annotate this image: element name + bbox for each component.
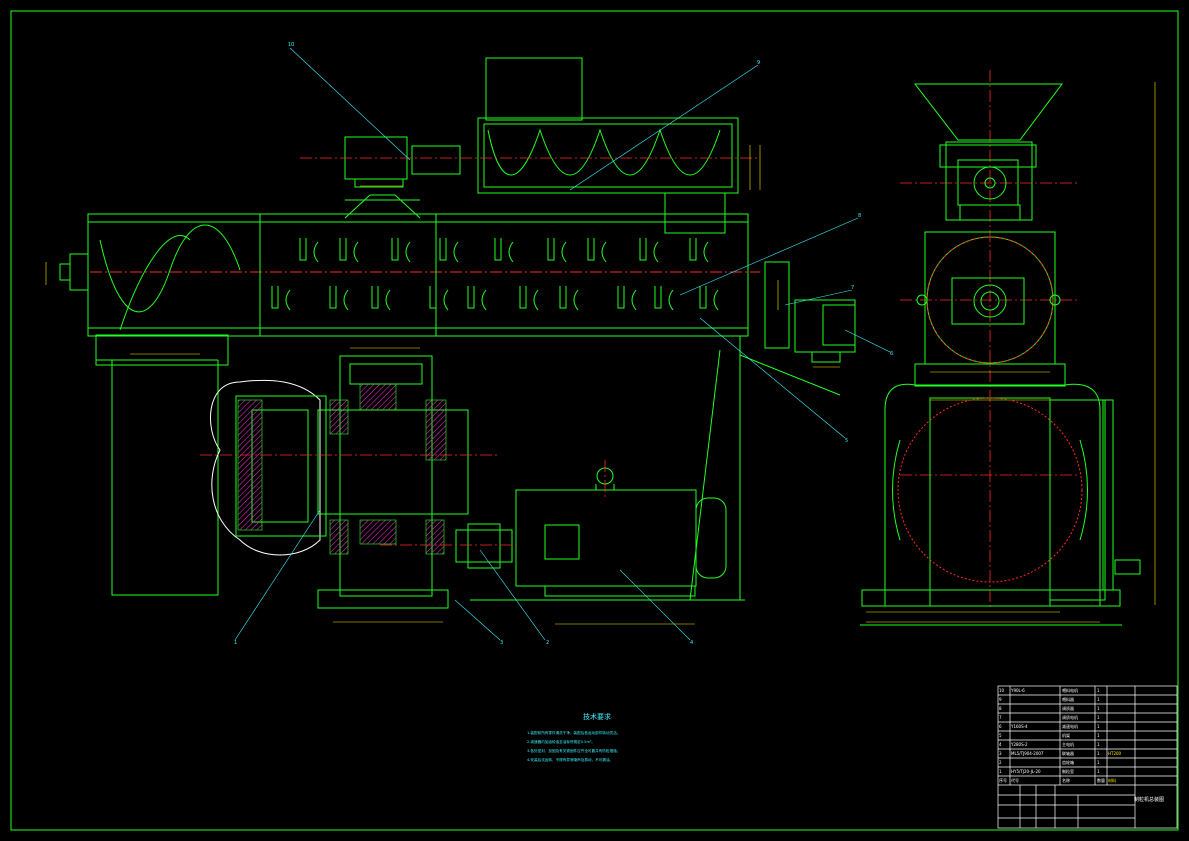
part-balloon-label: 3 bbox=[500, 640, 503, 646]
leader-lines bbox=[234, 47, 891, 641]
part-code: HY5/TJ20-JL-20 bbox=[1011, 769, 1041, 774]
part-number: 5 bbox=[999, 733, 1002, 738]
part-number: 4 bbox=[999, 742, 1002, 747]
part-balloon-label: 4 bbox=[690, 640, 693, 646]
part-balloon-label: 10 bbox=[288, 42, 294, 48]
part-quantity: 1 bbox=[1097, 751, 1100, 756]
parts-list-row: 3 ML5/TJ904-2007 联轴器 1 HT200 bbox=[998, 749, 1177, 758]
technical-requirements: 技术要求 1.装配前所有零件清洗干净，装配后各运动部件转动灵活。 2.减速器内加… bbox=[527, 712, 667, 765]
section-hatching bbox=[237, 383, 447, 555]
part-balloon-label: 9 bbox=[757, 60, 760, 66]
dimensions bbox=[45, 82, 1156, 625]
part-number: 3 bbox=[999, 751, 1002, 756]
header-quantity: 数量 bbox=[1097, 778, 1105, 783]
part-name: 调质电机 bbox=[1062, 715, 1078, 720]
parts-list-row: 9 喂料器 1 bbox=[998, 695, 1177, 704]
header-name: 名称 bbox=[1062, 778, 1070, 783]
parts-list-row: 5 机架 1 bbox=[998, 731, 1177, 740]
part-quantity: 1 bbox=[1097, 733, 1100, 738]
title-block-grid bbox=[997, 685, 1178, 829]
part-quantity: 1 bbox=[1097, 742, 1100, 747]
part-code: Y90L-6 bbox=[1011, 688, 1025, 693]
part-balloon-label: 6 bbox=[890, 351, 893, 357]
gearbox-housing bbox=[339, 355, 433, 597]
title-block: 10 Y90L-6 喂料电机 1 9 喂料器 1 8 调质器 1 7 调质电机 … bbox=[998, 686, 1177, 828]
part-name: 制粒室 bbox=[1062, 769, 1074, 774]
parts-list-row: 7 调质电机 1 bbox=[998, 713, 1177, 722]
requirement-line: 1.装配前所有零件清洗干净，装配后各运动部件转动灵活。 bbox=[527, 731, 621, 735]
parts-list-row: 2 齿轮箱 1 bbox=[998, 758, 1177, 767]
side-view bbox=[860, 83, 1141, 626]
part-quantity: 1 bbox=[1097, 715, 1100, 720]
part-name: 主电机 bbox=[1062, 742, 1074, 747]
sheet-border bbox=[10, 10, 1179, 831]
side-hopper bbox=[913, 83, 1063, 141]
conditioner-motor bbox=[794, 299, 856, 353]
main-motor bbox=[515, 489, 697, 587]
parts-list-row: 6 Y160S-4 减速电机 1 bbox=[998, 722, 1177, 731]
feeder-screw bbox=[487, 128, 721, 176]
parts-list-header: 序号 代号 名称 数量 材料 bbox=[998, 776, 1177, 785]
part-code: Y280S-2 bbox=[1011, 742, 1028, 747]
part-balloon-label: 8 bbox=[858, 213, 861, 219]
parts-list-row: 10 Y90L-6 喂料电机 1 bbox=[998, 686, 1177, 695]
part-code: ML5/TJ904-2007 bbox=[1011, 751, 1044, 756]
front-view bbox=[59, 57, 856, 609]
part-balloon-label: 7 bbox=[851, 285, 854, 291]
part-number: 9 bbox=[999, 697, 1002, 702]
part-note: HT200 bbox=[1108, 751, 1122, 756]
part-name: 机架 bbox=[1062, 733, 1070, 738]
drawing-name: 制粒机总装图 bbox=[1134, 797, 1165, 803]
parts-list-row: 8 调质器 1 bbox=[998, 704, 1177, 713]
parts-list-row: 1 HY5/TJ20-JL-20 制粒室 1 bbox=[998, 767, 1177, 776]
paddles bbox=[271, 238, 719, 311]
conditioner-barrel bbox=[87, 213, 749, 337]
part-balloon-label: 2 bbox=[546, 640, 549, 646]
part-name: 联轴器 bbox=[1062, 751, 1074, 756]
part-balloon-label: 5 bbox=[845, 438, 848, 444]
part-balloon-labels: 10 9 8 7 6 5 1 2 3 4 bbox=[234, 42, 893, 646]
part-quantity: 1 bbox=[1097, 697, 1100, 702]
part-number: 7 bbox=[999, 715, 1002, 720]
requirement-line: 3.各处密封，加固及有关紧固件应齐全可靠并有防松措施。 bbox=[527, 749, 621, 753]
part-number: 10 bbox=[999, 688, 1005, 693]
coupling bbox=[455, 529, 513, 563]
requirement-line: 2.减速器内加齿轮油至油标所规定0.5m³。 bbox=[527, 740, 595, 744]
part-number: 1 bbox=[999, 769, 1002, 774]
part-name: 调质器 bbox=[1062, 706, 1074, 711]
part-quantity: 1 bbox=[1097, 760, 1100, 765]
side-flywheel bbox=[897, 397, 1083, 583]
part-name: 减速电机 bbox=[1062, 724, 1078, 729]
parts-list-row: 4 Y280S-2 主电机 1 bbox=[998, 740, 1177, 749]
part-quantity: 1 bbox=[1097, 706, 1100, 711]
part-number: 6 bbox=[999, 724, 1002, 729]
header-code: 代号 bbox=[1011, 778, 1019, 783]
header-material: 材料 bbox=[1108, 778, 1116, 783]
technical-requirements-title: 技术要求 bbox=[583, 713, 611, 721]
requirement-line: 4.安装后试运转，不得有异常噪声及振动，不可漏油。 bbox=[527, 758, 614, 762]
part-name: 齿轮箱 bbox=[1062, 760, 1074, 765]
part-number: 2 bbox=[999, 760, 1002, 765]
part-code: Y160S-4 bbox=[1011, 724, 1028, 729]
conditioner-screw bbox=[99, 224, 241, 313]
part-name: 喂料电机 bbox=[1062, 688, 1078, 693]
part-quantity: 1 bbox=[1097, 769, 1100, 774]
part-name: 喂料器 bbox=[1062, 697, 1074, 702]
part-quantity: 1 bbox=[1097, 724, 1100, 729]
part-number: 8 bbox=[999, 706, 1002, 711]
part-balloon-label: 1 bbox=[234, 640, 237, 646]
header-number: 序号 bbox=[999, 778, 1007, 783]
part-quantity: 1 bbox=[1097, 688, 1100, 693]
